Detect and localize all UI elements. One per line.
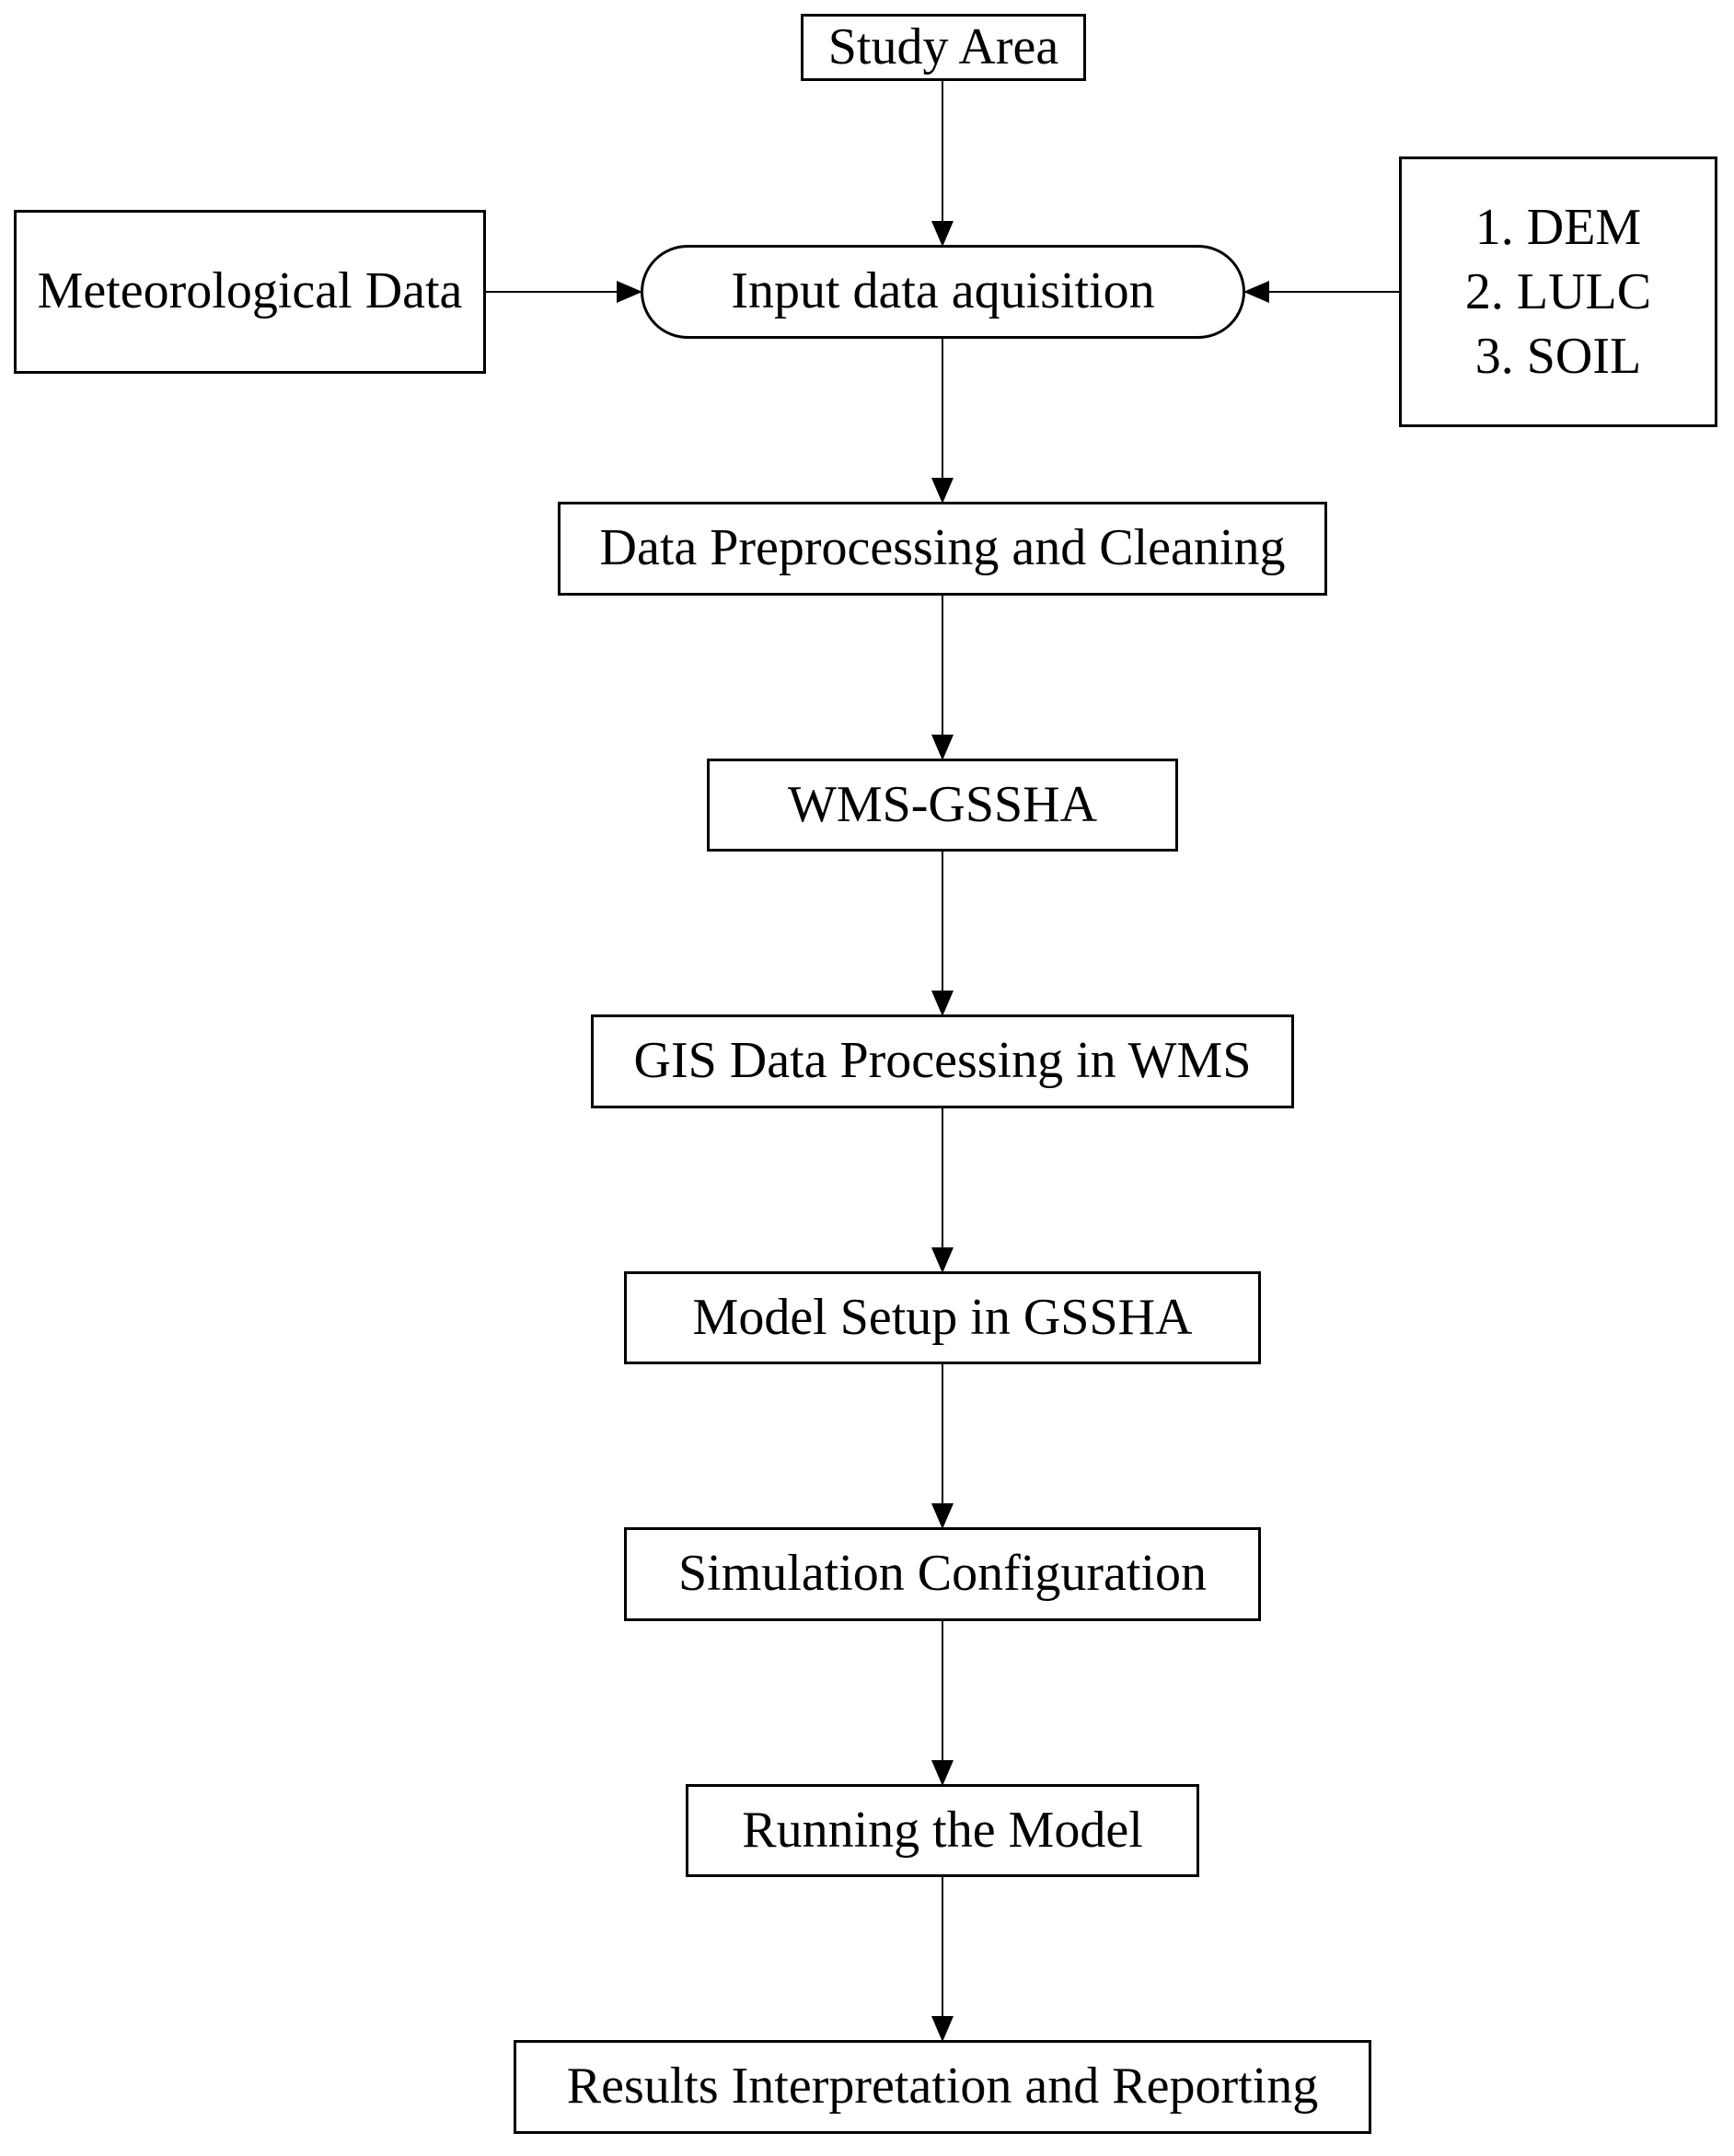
- data-preprocessing-box: Data Preprocessing and Cleaning: [558, 502, 1327, 596]
- results-interpretation-box: Results Interpretation and Reporting: [514, 2040, 1371, 2134]
- wms-gssha-box: WMS-GSSHA: [707, 759, 1178, 852]
- gis-data-processing-box: GIS Data Processing in WMS: [591, 1014, 1294, 1108]
- model-setup-box: Model Setup in GSSHA: [624, 1271, 1261, 1364]
- spatial-input-dem: 1. DEM: [1474, 199, 1642, 256]
- spatial-input-lulc: 2. LULC: [1464, 263, 1652, 320]
- simulation-configuration-box: Simulation Configuration: [624, 1527, 1261, 1621]
- study-area-box: Study Area: [801, 14, 1086, 81]
- spatial-input-soil: 3. SOIL: [1474, 328, 1642, 385]
- spatial-inputs-box: 1. DEM 2. LULC 3. SOIL: [1399, 156, 1717, 427]
- meteorological-data-box: Meteorological Data: [14, 210, 486, 374]
- input-data-acquisition-terminal: Input data aquisition: [641, 245, 1245, 339]
- running-the-model-box: Running the Model: [686, 1784, 1199, 1877]
